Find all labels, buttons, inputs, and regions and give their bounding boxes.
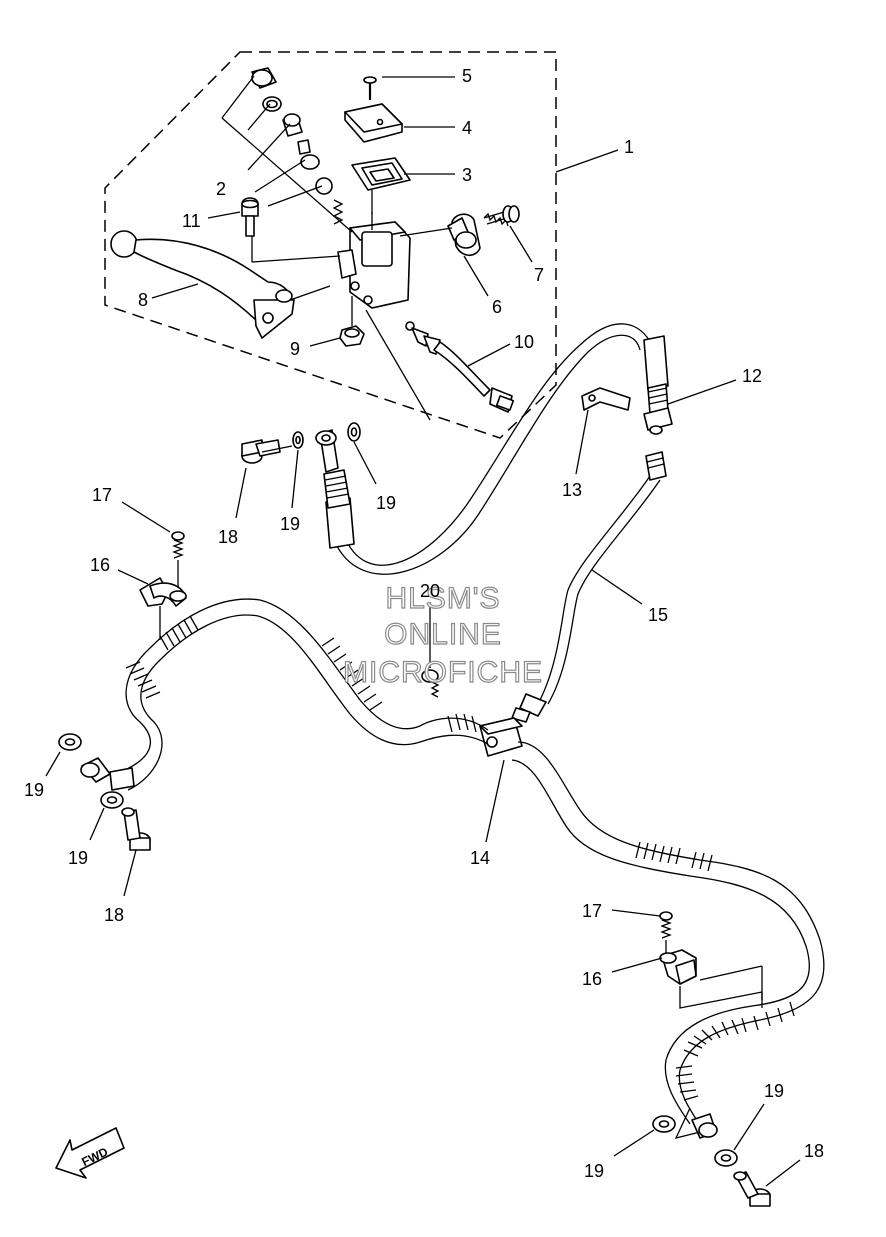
callout-11: 11 [182, 211, 201, 231]
hose-clamp-right [659, 949, 763, 1009]
callout-14: 14 [470, 848, 490, 868]
callout-1: 1 [624, 137, 634, 157]
lower-brake-hose-right [511, 741, 825, 1139]
assembly-boundary-dashed [104, 51, 557, 439]
lever-pivot-bolt [241, 197, 341, 263]
reservoir-cap [344, 103, 403, 143]
hose-clamp-left [139, 577, 187, 640]
callout-8: 8 [138, 290, 148, 310]
callout-16-left: 16 [90, 555, 110, 575]
gaskets [58, 422, 738, 1167]
callout-19-top-left: 19 [280, 514, 300, 534]
joint-bolt [421, 602, 440, 698]
callout-17-left: 17 [92, 485, 112, 505]
master-cylinder-body [337, 212, 411, 309]
callout-3: 3 [462, 165, 472, 185]
watermark-line-1: HLSM'S [385, 582, 500, 615]
union-bolt-left [121, 807, 151, 851]
callout-19-left-lower: 19 [68, 848, 88, 868]
callout-19-top-right: 19 [376, 493, 396, 513]
callout-13: 13 [562, 480, 582, 500]
callout-labels: 1 2 3 4 5 6 7 8 9 10 11 12 13 14 15 16 1… [24, 66, 824, 1181]
callout-18-top: 18 [218, 527, 238, 547]
callout-2: 2 [216, 179, 226, 199]
hose-bracket [581, 387, 631, 411]
brake-lever [110, 230, 331, 339]
watermark-line-2: ONLINE [384, 618, 502, 651]
leader-lines [45, 76, 801, 1187]
holder-bolt [399, 205, 520, 237]
callout-16-right: 16 [582, 969, 602, 989]
callout-19-bottom-right: 19 [764, 1081, 784, 1101]
watermark-line-3: MICROFICHE [343, 656, 543, 689]
diaphragm [351, 157, 411, 214]
lower-brake-hose-left [80, 598, 489, 791]
piston-kit-parts [221, 67, 353, 233]
callout-19-bottom-left: 19 [584, 1161, 604, 1181]
clamp-bolt-right [659, 911, 673, 954]
callout-18-right: 18 [804, 1141, 824, 1161]
watermark: HLSM'S ONLINE MICROFICHE [342, 581, 543, 689]
callout-9: 9 [290, 339, 300, 359]
callout-6: 6 [492, 297, 502, 317]
callout-19-left-upper: 19 [24, 780, 44, 800]
union-bolt-right [733, 1171, 771, 1207]
clamp-bolt-left [171, 531, 185, 588]
callout-5: 5 [462, 66, 472, 86]
lever-nut [339, 296, 365, 347]
handlebar-holder [447, 213, 481, 257]
callout-20: 20 [420, 581, 440, 601]
brake-hose-joint [479, 717, 523, 757]
callout-17-right: 17 [582, 901, 602, 921]
callout-18-left: 18 [104, 905, 124, 925]
upper-brake-hose [315, 323, 673, 575]
brake-light-switch [365, 309, 515, 421]
callout-12: 12 [742, 366, 762, 386]
forward-direction-arrow-icon: FWD [55, 1127, 125, 1179]
cap-screw [363, 76, 377, 100]
metal-brake-pipe [511, 451, 667, 723]
callout-7: 7 [534, 265, 544, 285]
callout-10: 10 [514, 332, 534, 352]
callout-15: 15 [648, 605, 668, 625]
callout-4: 4 [462, 118, 472, 138]
union-bolt-top [241, 439, 293, 464]
